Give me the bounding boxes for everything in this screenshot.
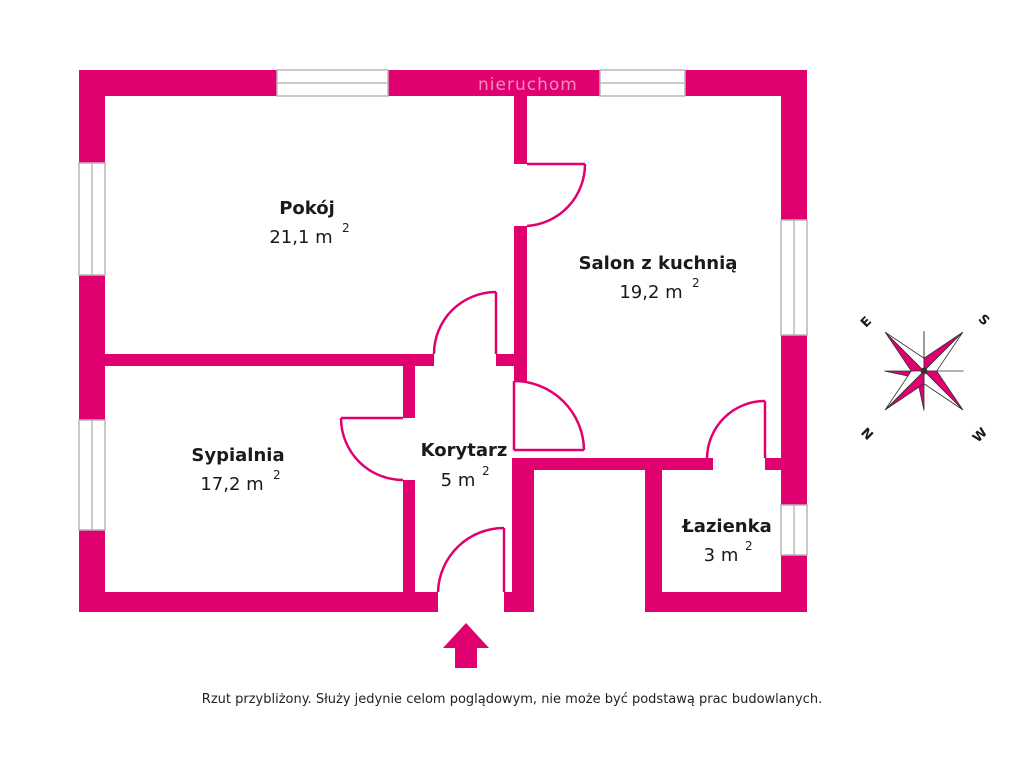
- room-sypialnia-area: 17,2 m: [200, 474, 263, 495]
- room-pokoj-name: Pokój: [279, 198, 335, 219]
- window-right-salon: [780, 219, 808, 336]
- room-korytarz-area: 5 m: [441, 470, 476, 491]
- wall-right-1: [781, 70, 807, 220]
- door-sypialnia-korytarz: [339, 416, 404, 482]
- wall-korytarz-left-1: [403, 354, 415, 418]
- wall-alcove-right: [645, 462, 662, 612]
- compass-e: E: [858, 314, 875, 331]
- wall-bottom-left: [79, 592, 438, 612]
- compass-s: S: [975, 312, 992, 329]
- windows: [78, 69, 808, 556]
- room-lazienka-name: Łazienka: [681, 516, 772, 537]
- door-lazienka: [705, 399, 767, 459]
- wall-alcove-top: [512, 458, 713, 470]
- doors: [339, 162, 767, 593]
- wall-salon-left-1: [514, 70, 527, 164]
- compass-n: N: [857, 425, 875, 443]
- room-lazienka-sup: 2: [745, 539, 753, 553]
- room-sypialnia-name: Sypialnia: [191, 445, 284, 466]
- wall-korytarz-left-2: [403, 480, 415, 612]
- compass-w: W: [970, 425, 991, 446]
- window-top-right: [599, 69, 686, 97]
- door-pokoj-salon: [526, 162, 587, 228]
- wall-bath-top-right: [765, 458, 807, 470]
- room-sypialnia-sup: 2: [273, 468, 281, 482]
- wall-pokoj-bottom: [79, 354, 434, 366]
- room-pokoj: Pokój 21,1 m 2: [269, 198, 349, 248]
- wall-top-middle: [388, 70, 600, 96]
- wall-top-left: [79, 70, 277, 96]
- wall-right-2: [781, 335, 807, 505]
- up-arrow-icon: [443, 623, 489, 668]
- room-salon-sup: 2: [692, 276, 700, 290]
- door-entrance: [436, 526, 506, 593]
- room-salon-area: 19,2 m: [619, 282, 682, 303]
- compass-star-icon: [884, 331, 964, 411]
- window-left-top: [78, 162, 106, 276]
- compass-rose: [884, 331, 964, 411]
- room-sypialnia: Sypialnia 17,2 m 2: [191, 445, 284, 495]
- wall-bottom-bath: [645, 592, 807, 612]
- watermark: nieruchom: [478, 75, 578, 95]
- room-korytarz: Korytarz 5 m 2: [421, 440, 508, 491]
- wall-alcove-left: [512, 462, 534, 612]
- door-korytarz-salon: [512, 379, 586, 452]
- room-pokoj-area: 21,1 m: [269, 227, 332, 248]
- room-pokoj-sup: 2: [342, 221, 350, 235]
- wall-pokoj-bottom-right: [496, 354, 527, 366]
- room-salon: Salon z kuchnią 19,2 m 2: [579, 253, 738, 303]
- room-korytarz-name: Korytarz: [421, 440, 508, 461]
- window-right-bath: [780, 504, 808, 556]
- wall-left-1: [79, 70, 105, 163]
- walls: [79, 70, 807, 612]
- room-lazienka-area: 3 m: [704, 545, 739, 566]
- disclaimer-footnote: Rzut przybliżony. Służy jedynie celom po…: [201, 692, 823, 707]
- room-korytarz-sup: 2: [482, 464, 490, 478]
- wall-salon-left-2: [514, 226, 527, 381]
- window-top-left: [276, 69, 389, 97]
- room-salon-name: Salon z kuchnią: [579, 253, 738, 274]
- window-left-bottom: [78, 419, 106, 531]
- wall-left-2: [79, 275, 105, 420]
- room-lazienka: Łazienka 3 m 2: [681, 516, 772, 566]
- door-pokoj-korytarz: [432, 290, 498, 355]
